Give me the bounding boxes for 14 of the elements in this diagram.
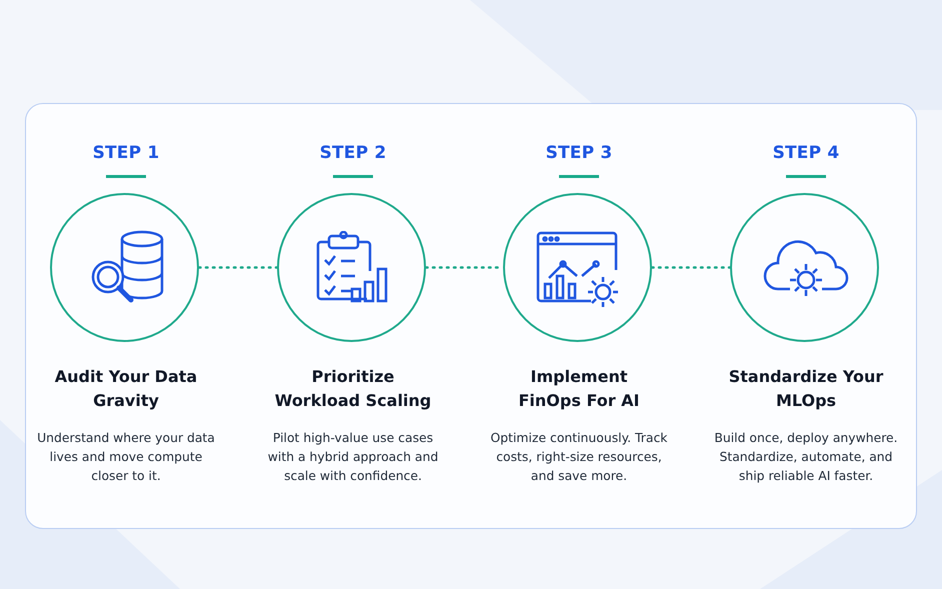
step-label: STEP 3 <box>544 143 614 163</box>
step-description: Optimize continuously. Track costs, right-size resources, and save more. <box>490 429 668 485</box>
step-description: Pilot high-value use cases with a hybrid approach and scale with confidence. <box>266 429 440 485</box>
step-label: STEP 1 <box>92 143 160 163</box>
step-label: STEP 4 <box>772 143 840 163</box>
step-title: Prioritize Workload Scaling <box>274 366 432 412</box>
step-description: Build once, deploy anywhere. Standardize, automate, and ship reliable AI faster. <box>713 429 899 485</box>
dotted-connector <box>650 266 732 269</box>
dotted-connector <box>198 266 278 269</box>
step-label: STEP 2 <box>318 143 388 163</box>
step-title: Audit Your Data Gravity <box>54 366 198 412</box>
step-title: Standardize Your MLOps <box>728 366 884 412</box>
step-description: Understand where your data lives and move compute closer to it. <box>36 429 216 485</box>
step-title: Implement FinOps For AI <box>517 366 641 412</box>
